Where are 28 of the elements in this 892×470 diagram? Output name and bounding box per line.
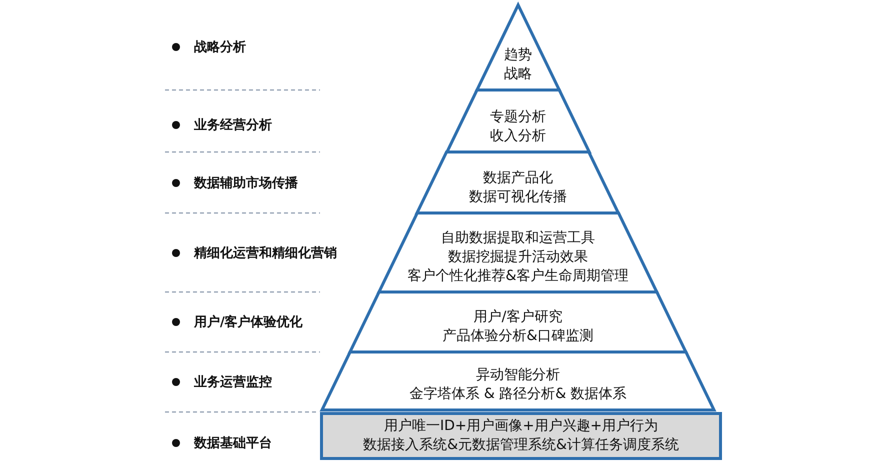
- pyramid-tier: [322, 352, 714, 410]
- pyramid-tier: [379, 213, 657, 292]
- level-label: 数据基础平台: [172, 434, 272, 452]
- pyramid-tier: [417, 152, 619, 213]
- tier-text: 数据接入系统&元数据管理系统&计算任务调度系统: [363, 436, 679, 455]
- tier-text: 异动智能分析: [476, 366, 560, 385]
- tier-text: 客户个性化推荐&客户生命周期管理: [408, 267, 628, 286]
- pyramid-tier: [446, 90, 590, 152]
- level-label: 战略分析: [172, 38, 246, 56]
- level-label: 精细化运营和精细化营销: [172, 244, 337, 262]
- tier-text: 数据挖掘提升活动效果: [448, 248, 588, 267]
- level-label: 用户/客户体验优化: [172, 313, 303, 331]
- tier-text: 趋势: [504, 46, 532, 65]
- level-label: 业务运营监控: [172, 373, 272, 391]
- pyramid-tier: [350, 292, 686, 352]
- tier-text: 产品体验分析&口碑监测: [442, 327, 594, 346]
- level-label: 业务经营分析: [172, 116, 272, 134]
- tier-text: 专题分析: [490, 108, 546, 127]
- tier-text: 数据产品化: [482, 169, 553, 188]
- tier-text: 数据可视化传播: [468, 188, 567, 207]
- tier-text: 金字塔体系 & 路径分析& 数据体系: [409, 385, 627, 404]
- tier-text: 收入分析: [490, 127, 546, 146]
- pyramid-base: [320, 412, 722, 460]
- tier-text: 用户唯一ID+用户画像+用户兴趣+用户行为: [384, 417, 658, 436]
- tier-text: 用户/客户研究: [474, 308, 562, 327]
- tier-text: 战略: [504, 65, 532, 84]
- tier-text: 自助数据提取和运营工具: [440, 229, 595, 248]
- level-label: 数据辅助市场传播: [172, 174, 298, 192]
